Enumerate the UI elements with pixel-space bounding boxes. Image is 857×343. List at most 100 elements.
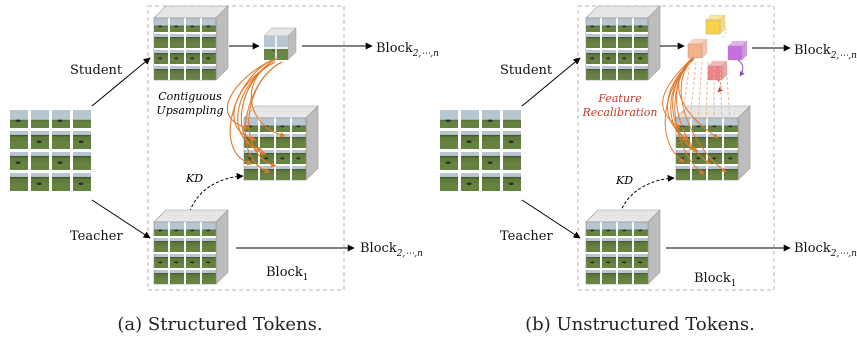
block1-dashed-frame: [577, 5, 775, 291]
image-patch: [10, 110, 28, 128]
unstructured-token-cubes: [687, 14, 748, 93]
student-small-token-cube: [263, 27, 297, 61]
teacher-token-cube: [585, 209, 661, 285]
teacher-label: Teacher: [70, 229, 123, 244]
cube-side-face: [737, 105, 751, 181]
token-cube-pink: [707, 60, 728, 81]
cube-top-face: [675, 105, 751, 119]
svg-text:Block1: Block1: [266, 265, 308, 283]
svg-text:Block1: Block1: [694, 271, 736, 289]
cube-side-face: [305, 105, 319, 181]
image-patch: [10, 131, 28, 149]
image-patch: [31, 110, 49, 128]
svg-text:Block2,⋯,n: Block2,⋯,n: [794, 241, 857, 259]
cube-front-face: [154, 222, 216, 284]
student-label: Student: [70, 63, 123, 78]
image-patch: [482, 110, 500, 128]
recalibration-arrow: [674, 58, 705, 175]
image-patch: [73, 131, 91, 149]
upsampling-arrow: [237, 61, 276, 152]
image-patch: [440, 110, 458, 128]
cube-side-face: [215, 5, 229, 81]
feature-label: Feature: [597, 92, 642, 105]
input-image-grid: [440, 110, 521, 191]
cube-top-face: [153, 209, 229, 223]
token-motion-arrow: [717, 79, 723, 93]
teacher-blocks-label: Block2,⋯,n: [794, 241, 857, 259]
svg-text:Block2,⋯,n: Block2,⋯,n: [376, 41, 439, 59]
block1-label: Block1: [266, 265, 308, 283]
image-patch: [461, 110, 479, 128]
input-to-teacher-arrow: [521, 199, 581, 239]
image-patch: [73, 110, 91, 128]
token-motion-arrow: [718, 23, 727, 39]
recalibration-arrow: [678, 57, 719, 139]
image-patch: [440, 152, 458, 170]
recalibration-arrows: [662, 57, 731, 175]
recalibration-arrow: [662, 57, 693, 129]
panel-b: Student Teacher Block2,⋯,n Feature Recal…: [440, 5, 857, 335]
kd-label: KD: [185, 172, 203, 185]
cube-side-face: [647, 209, 661, 285]
contiguous-label: Contiguous: [158, 90, 222, 103]
image-patch: [461, 173, 479, 191]
image-patch: [461, 131, 479, 149]
caption-a: (a) Structured Tokens.: [117, 314, 322, 335]
upsampled-token-cube: [243, 105, 319, 181]
upsampling-arrow: [229, 59, 273, 166]
teacher-label: Teacher: [500, 229, 553, 244]
image-patch: [52, 152, 70, 170]
cube-front-face: [586, 222, 648, 284]
cube-top-face: [153, 5, 229, 19]
upsampling-label: Upsampling: [156, 104, 223, 117]
panel-a: Student Teacher Block2,⋯,n Contiguous Up…: [10, 5, 439, 335]
image-patch: [52, 131, 70, 149]
image-patch: [52, 110, 70, 128]
upsampling-arrow: [250, 57, 286, 138]
image-patch: [31, 152, 49, 170]
image-patch: [482, 173, 500, 191]
recalibration-arrow: [680, 57, 727, 173]
image-patch: [73, 173, 91, 191]
image-patch: [503, 131, 521, 149]
image-patch: [482, 131, 500, 149]
kd-label: KD: [615, 174, 633, 187]
student-token-cube: [153, 5, 229, 81]
token-cube-yellow: [705, 14, 726, 35]
upsampling-arrow: [244, 61, 283, 174]
image-patch: [440, 173, 458, 191]
image-patch: [461, 152, 479, 170]
caption-b: (b) Unstructured Tokens.: [525, 314, 755, 335]
image-patch: [31, 173, 49, 191]
cube-side-face: [647, 5, 661, 81]
image-patch: [10, 152, 28, 170]
cube-side-face: [215, 209, 229, 285]
image-patch: [503, 110, 521, 128]
student-blocks-label: Block2,⋯,n: [376, 41, 439, 59]
token-cube-purple: [727, 40, 748, 61]
image-patch: [482, 152, 500, 170]
cube-top-face: [585, 209, 661, 223]
image-patch: [440, 131, 458, 149]
input-to-student-arrow: [91, 57, 151, 107]
teacher-blocks-label: Block2,⋯,n: [360, 241, 423, 259]
input-to-student-arrow: [521, 57, 581, 107]
image-patch: [31, 131, 49, 149]
image-patch: [73, 152, 91, 170]
block1-dashed-frame: [147, 5, 345, 291]
image-patch: [503, 152, 521, 170]
cube-top-face: [585, 5, 661, 19]
token-motion-arrow: [737, 59, 745, 77]
cube-front-face: [154, 18, 216, 80]
upsampling-arrows: [227, 57, 286, 174]
token-cube-peach: [687, 38, 708, 59]
teacher-token-cube: [153, 209, 229, 285]
input-image-grid: [10, 110, 91, 191]
image-patch: [52, 173, 70, 191]
student-blocks-label: Block2,⋯,n: [794, 43, 857, 61]
block1-label: Block1: [694, 271, 736, 289]
recalibration-label: Recalibration: [581, 106, 657, 119]
svg-text:Block2,⋯,n: Block2,⋯,n: [794, 43, 857, 61]
